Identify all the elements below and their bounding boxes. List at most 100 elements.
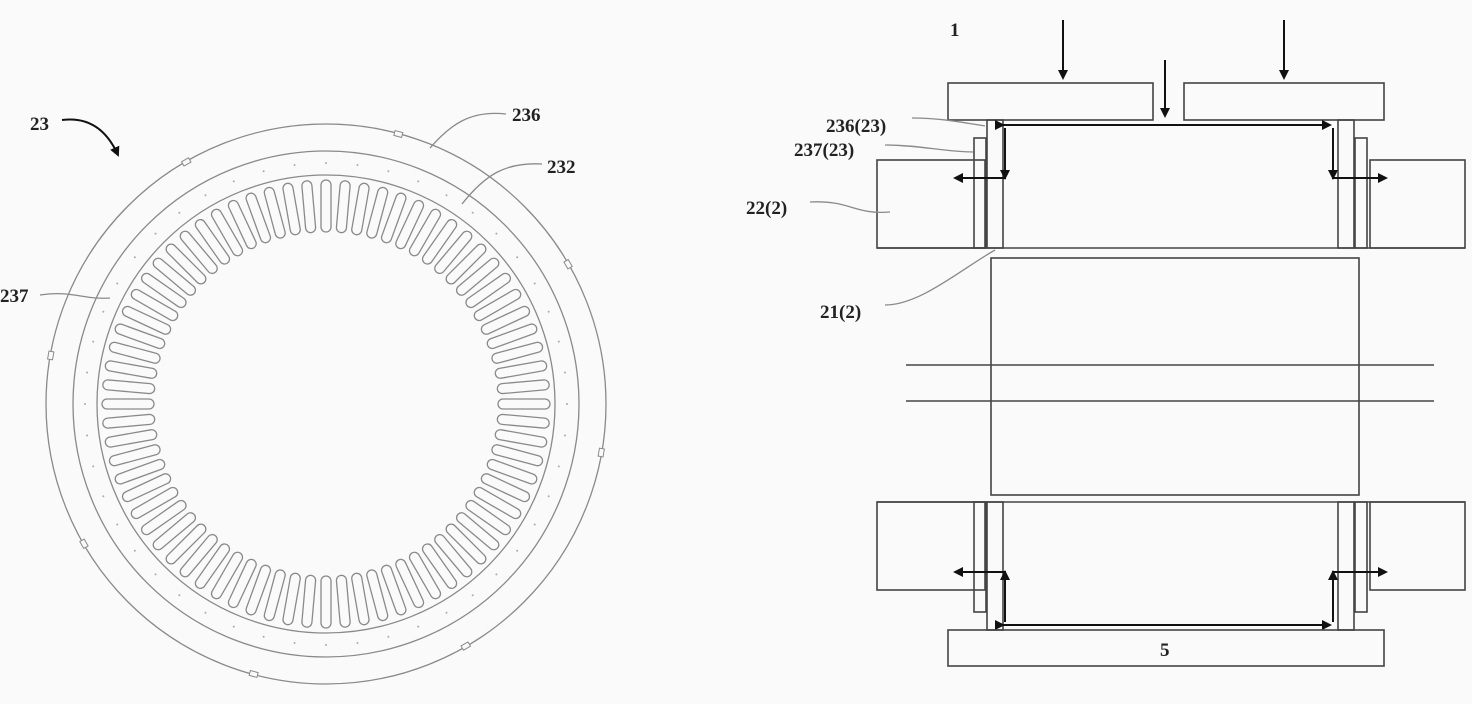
slot — [395, 558, 425, 609]
force-arrow-left-top — [953, 128, 1006, 183]
slot — [227, 199, 257, 250]
slot — [421, 218, 458, 265]
slot — [380, 564, 407, 616]
slot — [380, 192, 407, 244]
slot — [496, 379, 550, 395]
slot — [140, 499, 187, 536]
label-236-23: 236(23) — [826, 116, 886, 137]
dot — [178, 594, 181, 597]
ring-notches — [47, 129, 605, 679]
arrow-23 — [61, 118, 120, 157]
dot — [262, 170, 265, 173]
slot — [102, 413, 156, 429]
housing-bottom-left — [876, 501, 986, 591]
slot — [140, 272, 187, 309]
dot — [563, 434, 566, 437]
dot — [116, 282, 119, 285]
slot — [395, 199, 425, 250]
label-23: 23 — [30, 114, 49, 135]
slot — [351, 572, 370, 626]
dot — [204, 611, 207, 614]
slot — [366, 186, 389, 239]
slot — [210, 551, 244, 600]
leader-232 — [461, 163, 543, 205]
slot — [480, 473, 531, 503]
slot — [320, 179, 332, 233]
ring-237-right-top — [1354, 137, 1368, 249]
slot — [121, 305, 172, 335]
press-assembly-view: 1 5 — [746, 20, 1466, 667]
slot — [165, 523, 207, 565]
dot — [293, 641, 296, 644]
ring-236-left-top — [986, 119, 1004, 249]
dot — [557, 465, 560, 468]
ring-236-right-bottom — [1337, 501, 1355, 631]
slot — [335, 574, 351, 628]
slot — [455, 512, 500, 551]
top-plate-left — [947, 82, 1154, 121]
slot — [486, 458, 538, 485]
ring-237-outer — [72, 150, 580, 658]
notch — [180, 157, 192, 167]
slot — [473, 486, 522, 520]
slot — [480, 305, 531, 335]
stator-ring-view — [45, 123, 607, 685]
core-21 — [990, 257, 1360, 496]
slot — [497, 398, 551, 410]
dot — [417, 625, 420, 628]
dot — [495, 573, 498, 576]
ring-237-right-bottom — [1354, 501, 1368, 613]
dot — [387, 170, 390, 173]
leader-236 — [429, 112, 507, 149]
dot — [232, 180, 235, 183]
slot — [421, 543, 458, 590]
slot — [130, 486, 179, 520]
dot — [102, 495, 105, 498]
dot — [293, 164, 296, 167]
dot — [563, 371, 566, 374]
dot — [356, 164, 359, 167]
slot — [473, 288, 522, 322]
housing-top-left — [876, 159, 986, 249]
leader-21-2 — [884, 249, 996, 306]
label-232: 232 — [547, 157, 576, 178]
slot — [434, 230, 473, 275]
ring-236-left-bottom — [986, 501, 1004, 631]
slot — [320, 575, 332, 629]
bottom-plate-5 — [947, 629, 1385, 667]
slot — [210, 208, 244, 257]
slot — [121, 473, 172, 503]
slot — [108, 341, 161, 364]
leader-22-2 — [809, 201, 891, 214]
slot — [263, 569, 286, 622]
slot — [486, 323, 538, 350]
slot — [263, 186, 286, 239]
leader-237 — [39, 292, 111, 299]
slot — [465, 272, 512, 309]
dot — [86, 371, 89, 374]
slot — [102, 379, 156, 395]
slot — [227, 558, 257, 609]
ring-236-right-top — [1337, 119, 1355, 249]
slot — [179, 230, 218, 275]
label-236: 236 — [512, 105, 541, 126]
slot — [194, 218, 231, 265]
dot — [533, 282, 536, 285]
dot — [445, 194, 448, 197]
force-arrow-left-bottom — [953, 567, 1006, 622]
force-arrow-right-bottom — [1332, 567, 1388, 622]
label-21-2: 21(2) — [820, 302, 861, 323]
notch — [79, 538, 89, 550]
notch — [563, 258, 573, 270]
dot — [204, 194, 207, 197]
slot — [108, 444, 161, 467]
notch — [248, 669, 259, 679]
housing-bottom-right — [1369, 501, 1466, 591]
slot — [408, 208, 442, 257]
dot — [116, 523, 119, 526]
label-237-23: 237(23) — [794, 140, 854, 161]
slot — [114, 458, 166, 485]
slot — [491, 444, 544, 467]
